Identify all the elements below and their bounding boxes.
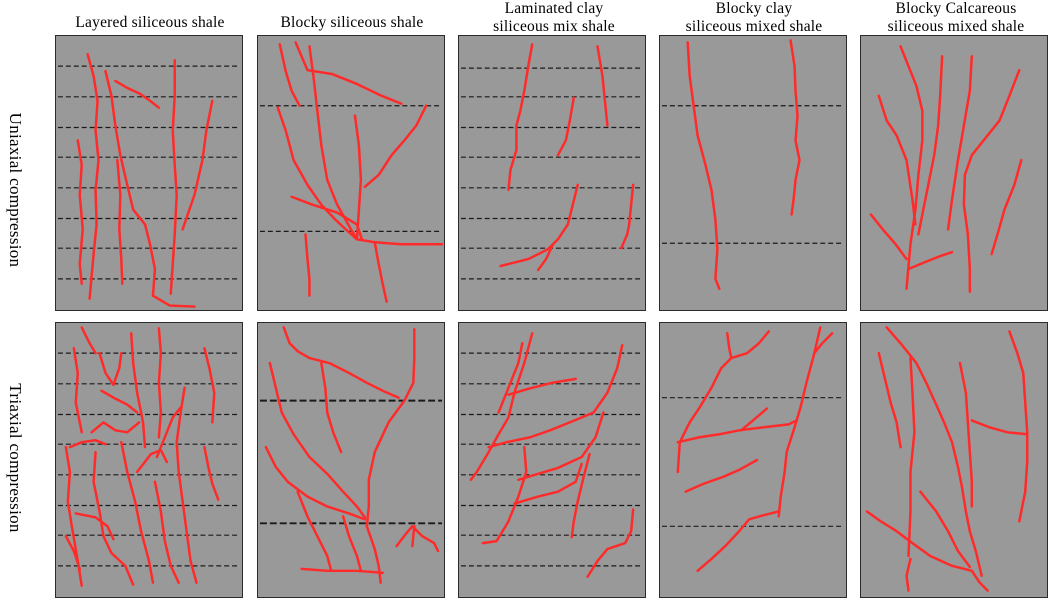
panel-triaxial-blocky-clay bbox=[659, 322, 847, 598]
panel-triaxial-blocky-siliceous bbox=[257, 322, 445, 598]
fractures bbox=[264, 326, 440, 584]
panel-uniaxial-layered-siliceous bbox=[55, 35, 243, 311]
fractures bbox=[469, 332, 635, 578]
panel-triaxial-layered-siliceous bbox=[55, 322, 243, 598]
bedding-planes bbox=[259, 105, 443, 232]
fracture-diagram bbox=[865, 326, 1029, 592]
bedding-planes bbox=[661, 105, 845, 244]
bedding-planes bbox=[259, 399, 443, 525]
fractures bbox=[865, 326, 1029, 592]
fracture-diagram bbox=[869, 45, 1023, 293]
column-title-layered-siliceous: Layered siliceous shale bbox=[75, 14, 225, 31]
fractures bbox=[869, 45, 1023, 293]
fractures bbox=[76, 53, 214, 308]
panel-uniaxial-blocky-siliceous bbox=[257, 35, 445, 311]
fractures bbox=[499, 43, 635, 272]
column-title-blocky-calcareous: Blocky Calcareous siliceous mixed shale bbox=[887, 0, 1025, 35]
panel-triaxial-blocky-calcareous bbox=[860, 322, 1048, 598]
bedding-planes bbox=[661, 397, 845, 527]
fracture-diagram bbox=[661, 39, 845, 290]
fractures bbox=[676, 326, 834, 573]
panel-triaxial-laminated-clay bbox=[458, 322, 646, 598]
fractures bbox=[686, 39, 801, 290]
row-label-triaxial: Triaxial compression bbox=[6, 383, 25, 533]
panel-uniaxial-laminated-clay bbox=[458, 35, 646, 311]
fracture-diagram bbox=[460, 43, 644, 280]
bedding-planes bbox=[460, 352, 644, 567]
column-title-blocky-siliceous: Blocky siliceous shale bbox=[280, 14, 424, 31]
fracture-diagram bbox=[661, 326, 845, 573]
column-title-laminated-clay: Laminated clay siliceous mix shale bbox=[493, 0, 615, 35]
panel-uniaxial-blocky-clay bbox=[659, 35, 847, 311]
fracture-diagram bbox=[259, 326, 443, 584]
row-label-uniaxial: Uniaxial compression bbox=[6, 112, 25, 268]
fractures bbox=[276, 41, 444, 303]
fracture-diagram bbox=[57, 53, 241, 308]
fracture-diagram bbox=[259, 41, 444, 303]
bedding-planes bbox=[57, 65, 241, 280]
column-title-blocky-clay: Blocky clay siliceous mixed shale bbox=[685, 0, 823, 35]
panel-uniaxial-blocky-calcareous bbox=[860, 35, 1048, 311]
fracture-diagram bbox=[460, 332, 644, 578]
fracture-diagram bbox=[57, 326, 241, 587]
fractures bbox=[64, 326, 220, 587]
